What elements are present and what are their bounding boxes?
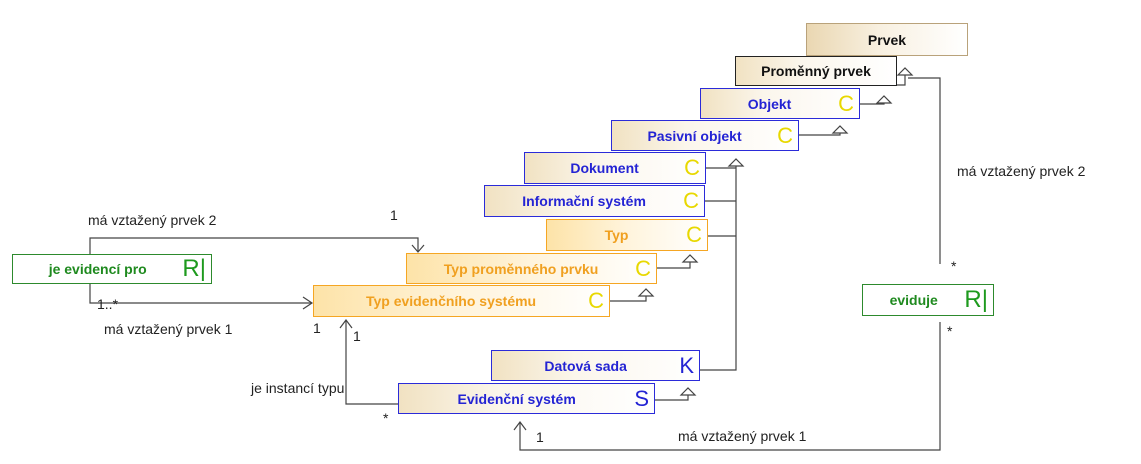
role-label: má vztažený prvek 1 — [104, 321, 233, 337]
multiplicity-label: 1 — [353, 328, 361, 344]
class-objekt-label: Objekt — [747, 95, 792, 112]
class-informacni-system[interactable]: Informační systém C — [484, 185, 705, 217]
class-pasivni-objekt-label: Pasivní objekt — [647, 127, 742, 144]
stereotype-c-icon: C — [588, 288, 604, 313]
multiplicity-label: * — [383, 410, 389, 426]
class-datova-sada-label: Datová sada — [544, 357, 627, 374]
class-typ-evidencniho-systemu-label: Typ evidenčního systému — [365, 293, 537, 309]
relator-je-evidenci-pro-label: je evidencí pro — [48, 261, 147, 277]
class-prvek[interactable]: Prvek — [806, 23, 968, 56]
class-informacni-system-label: Informační systém — [522, 193, 646, 209]
multiplicity-label: 1 — [313, 320, 321, 336]
class-dokument-label: Dokument — [570, 160, 639, 176]
role-label: má vztažený prvek 1 — [678, 428, 807, 444]
class-promenny-prvek-label: Proměnný prvek — [761, 63, 871, 79]
stereotype-c-icon: C — [838, 90, 854, 116]
instance-label: je instancí typu — [251, 380, 345, 396]
class-typ-label: Typ — [604, 227, 629, 243]
multiplicity-label: * — [951, 258, 957, 274]
class-evidencni-system-label: Evidenční systém — [457, 390, 576, 407]
class-promenny-prvek[interactable]: Proměnný prvek — [735, 56, 897, 86]
class-typ-evidencniho-systemu[interactable]: Typ evidenčního systému C — [313, 285, 610, 317]
class-typ-promenneho-prvku[interactable]: Typ proměnného prvku C — [406, 253, 657, 284]
multiplicity-label: 1 — [390, 207, 398, 223]
relator-eviduje-label: eviduje — [889, 292, 938, 308]
class-objekt[interactable]: Objekt C — [700, 88, 860, 119]
class-typ[interactable]: Typ C — [546, 219, 708, 251]
relator-eviduje[interactable]: eviduje R| — [862, 284, 994, 316]
class-pasivni-objekt[interactable]: Pasivní objekt C — [611, 120, 799, 151]
stereotype-c-icon: C — [635, 255, 651, 281]
stereotype-c-icon: C — [684, 155, 700, 180]
role-label: má vztažený prvek 2 — [88, 212, 217, 228]
stereotype-k-icon: K — [679, 352, 694, 378]
role-label: má vztažený prvek 2 — [957, 163, 1086, 179]
stereotype-c-icon: C — [683, 188, 699, 213]
class-datova-sada[interactable]: Datová sada K — [491, 350, 700, 381]
class-prvek-label: Prvek — [867, 31, 907, 48]
multiplicity-label: 1..* — [97, 296, 119, 312]
relator-icon: R| — [964, 286, 988, 313]
class-typ-promenneho-prvku-label: Typ proměnného prvku — [443, 260, 599, 277]
multiplicity-label: * — [947, 323, 953, 339]
class-evidencni-system[interactable]: Evidenční systém S — [398, 383, 655, 414]
stereotype-c-icon: C — [777, 122, 793, 148]
stereotype-s-icon: S — [634, 385, 649, 411]
stereotype-c-icon: C — [686, 222, 702, 247]
relator-je-evidenci-pro[interactable]: je evidencí pro R| — [12, 254, 212, 284]
class-dokument[interactable]: Dokument C — [524, 152, 706, 184]
relator-icon: R| — [182, 255, 206, 282]
multiplicity-label: 1 — [536, 429, 544, 445]
